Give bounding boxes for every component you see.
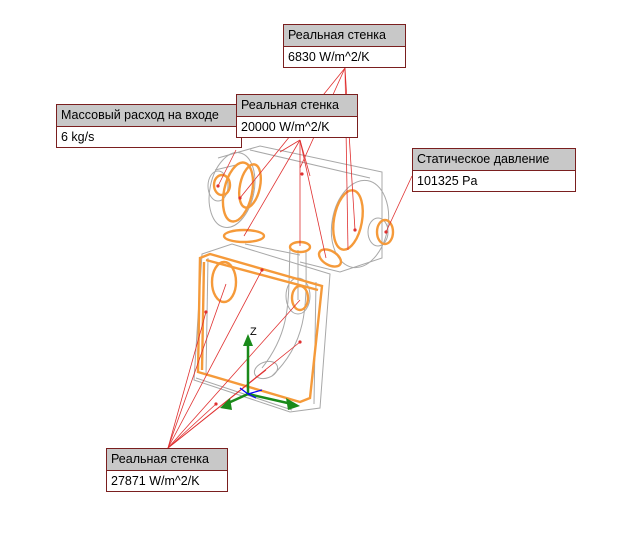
leader-lines [167, 67, 413, 449]
callout-wall-middle-value: 20000 W/m^2/K [237, 117, 357, 137]
callout-mass-flow-title: Массовый расход на входе [57, 105, 241, 127]
axis-z-label: Z [250, 326, 257, 338]
callout-wall-top-title: Реальная стенка [284, 25, 405, 47]
callout-wall-middle-title: Реальная стенка [237, 95, 357, 117]
wireframe-model [193, 145, 390, 413]
callout-wall-top-value: 6830 W/m^2/K [284, 47, 405, 67]
highlighted-boundaries [196, 161, 395, 404]
callout-wall-top[interactable]: Реальная стенка 6830 W/m^2/K [283, 24, 406, 68]
callout-wall-bottom-value: 27871 W/m^2/K [107, 471, 227, 491]
callout-mass-flow-value: 6 kg/s [57, 127, 241, 147]
callout-wall-middle[interactable]: Реальная стенка 20000 W/m^2/K [236, 94, 358, 138]
callout-wall-bottom[interactable]: Реальная стенка 27871 W/m^2/K [106, 448, 228, 492]
callout-wall-bottom-title: Реальная стенка [107, 449, 227, 471]
coordinate-triad-icon: Z [220, 326, 300, 410]
callout-static-pressure-title: Статическое давление [413, 149, 575, 171]
callout-mass-flow-inlet[interactable]: Массовый расход на входе 6 kg/s [56, 104, 242, 148]
callout-static-pressure-value: 101325 Pa [413, 171, 575, 191]
callout-static-pressure[interactable]: Статическое давление 101325 Pa [412, 148, 576, 192]
leader-anchor-points [204, 172, 388, 406]
